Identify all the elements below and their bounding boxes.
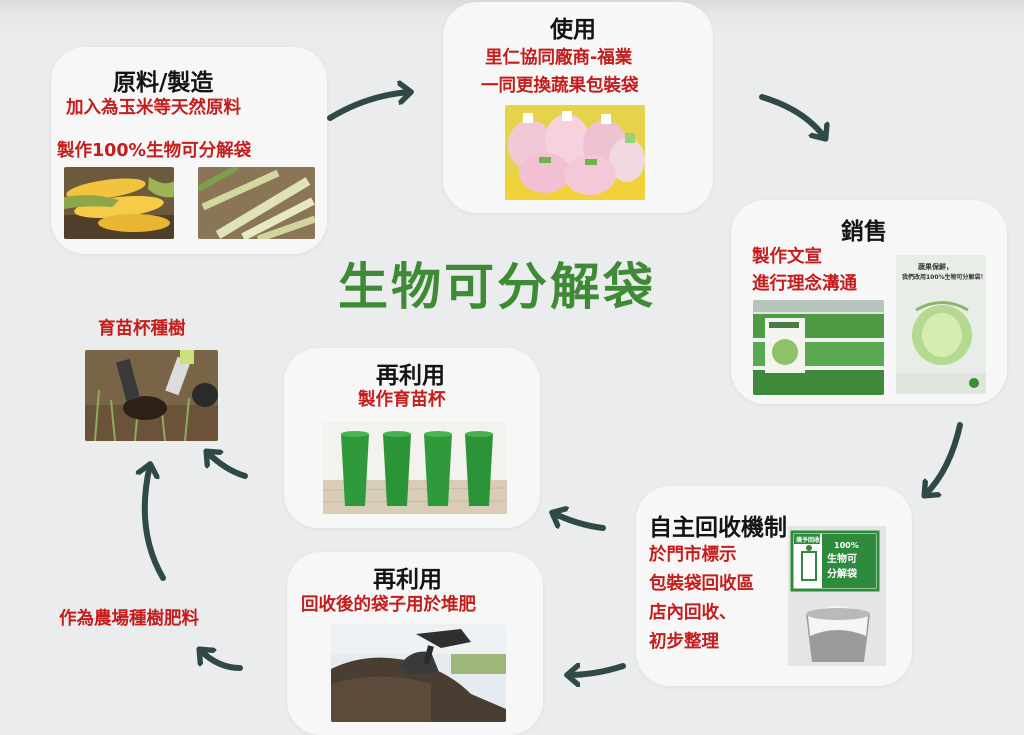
stage-card-recycle: 自主回收機制 於門市標示 包裝袋回收區 店內回收、 初步整理 墳予回收 100%… (636, 486, 912, 686)
stage-card-sales: 銷售 製作文宣 進行理念溝通 蔬果保鮮， 我們改用100%生物可分解袋！ (731, 200, 1007, 404)
stage-text-sales-1: 製作文宣 (752, 247, 822, 267)
poster-line-1: 蔬果保鮮， (918, 262, 953, 271)
stage-text-sales-2: 進行理念溝通 (752, 274, 857, 294)
stage-title-compost: 再利用 (373, 567, 442, 593)
green-cups-photo (323, 422, 507, 514)
stage-text-recycle-4: 初步整理 (649, 632, 719, 652)
arrow-raw-to-use (327, 92, 410, 121)
stage-title-raw: 原料/製造 (113, 70, 214, 96)
arrow-compost-to-fertilizer (200, 650, 243, 671)
arrow-seedling-to-cups (207, 452, 248, 479)
stage-text-recycle-2: 包裝袋回收區 (649, 574, 754, 594)
stage-text-use-1: 里仁協同廠商-福業 (485, 48, 633, 68)
arrow-recycle-to-cups (553, 513, 606, 531)
stage-text-raw-1: 加入為玉米等天然原料 (66, 98, 241, 118)
arrow-use-to-sales (759, 94, 825, 138)
stage-text-recycle-3: 店內回收、 (649, 603, 737, 623)
stage-text-cups-1: 製作育苗杯 (358, 390, 446, 410)
bin-sign-line-1: 100% (834, 541, 859, 550)
tree-planting-photo (85, 350, 218, 441)
stage-title-use: 使用 (550, 17, 596, 43)
stage-card-compost: 再利用 回收後的袋子用於堆肥 (287, 552, 543, 735)
stage-text-use-2: 一同更換蔬果包裝袋 (481, 76, 639, 96)
bin-sign-line-2: 生物可 (827, 552, 857, 565)
compost-photo (331, 624, 506, 722)
poster-photo: 蔬果保鮮， 我們改用100%生物可分解袋！ (896, 255, 986, 394)
stage-title-cups: 再利用 (376, 363, 445, 389)
stage-title-sales: 銷售 (841, 219, 887, 245)
arrow-sales-to-recycle (925, 422, 963, 495)
seedling-label: 育苗杯種樹 (98, 319, 186, 339)
arrow-recycle-to-compost (568, 666, 626, 675)
sugarcane-photo (198, 167, 315, 239)
fertilizer-label: 作為農場種樹肥料 (59, 609, 199, 629)
store-shelf-photo (753, 300, 884, 395)
produce-bags-photo (505, 105, 645, 200)
stage-text-compost-1: 回收後的袋子用於堆肥 (301, 595, 476, 615)
bin-sign-line-3: 分解袋 (827, 567, 858, 580)
stage-card-cups: 再利用 製作育苗杯 (284, 348, 540, 528)
stage-text-raw-2: 製作100%生物可分解袋 (57, 141, 252, 161)
bin-sign-small: 墳予回收 (796, 536, 820, 544)
stage-text-recycle-1: 於門市標示 (649, 545, 737, 565)
recycle-bin-photo: 墳予回收 100% 生物可 分解袋 (788, 526, 886, 666)
stage-title-recycle: 自主回收機制 (649, 515, 787, 541)
stage-card-raw: 原料/製造 加入為玉米等天然原料 製作100%生物可分解袋 (51, 47, 327, 254)
main-title: 生物可分解袋 (338, 258, 656, 316)
arrow-fertilizer-to-seedling (145, 465, 166, 581)
poster-line-2: 我們改用100%生物可分解袋！ (902, 273, 986, 281)
stage-card-use: 使用 里仁協同廠商-福業 一同更換蔬果包裝袋 (443, 2, 713, 213)
corn-photo (64, 167, 174, 239)
